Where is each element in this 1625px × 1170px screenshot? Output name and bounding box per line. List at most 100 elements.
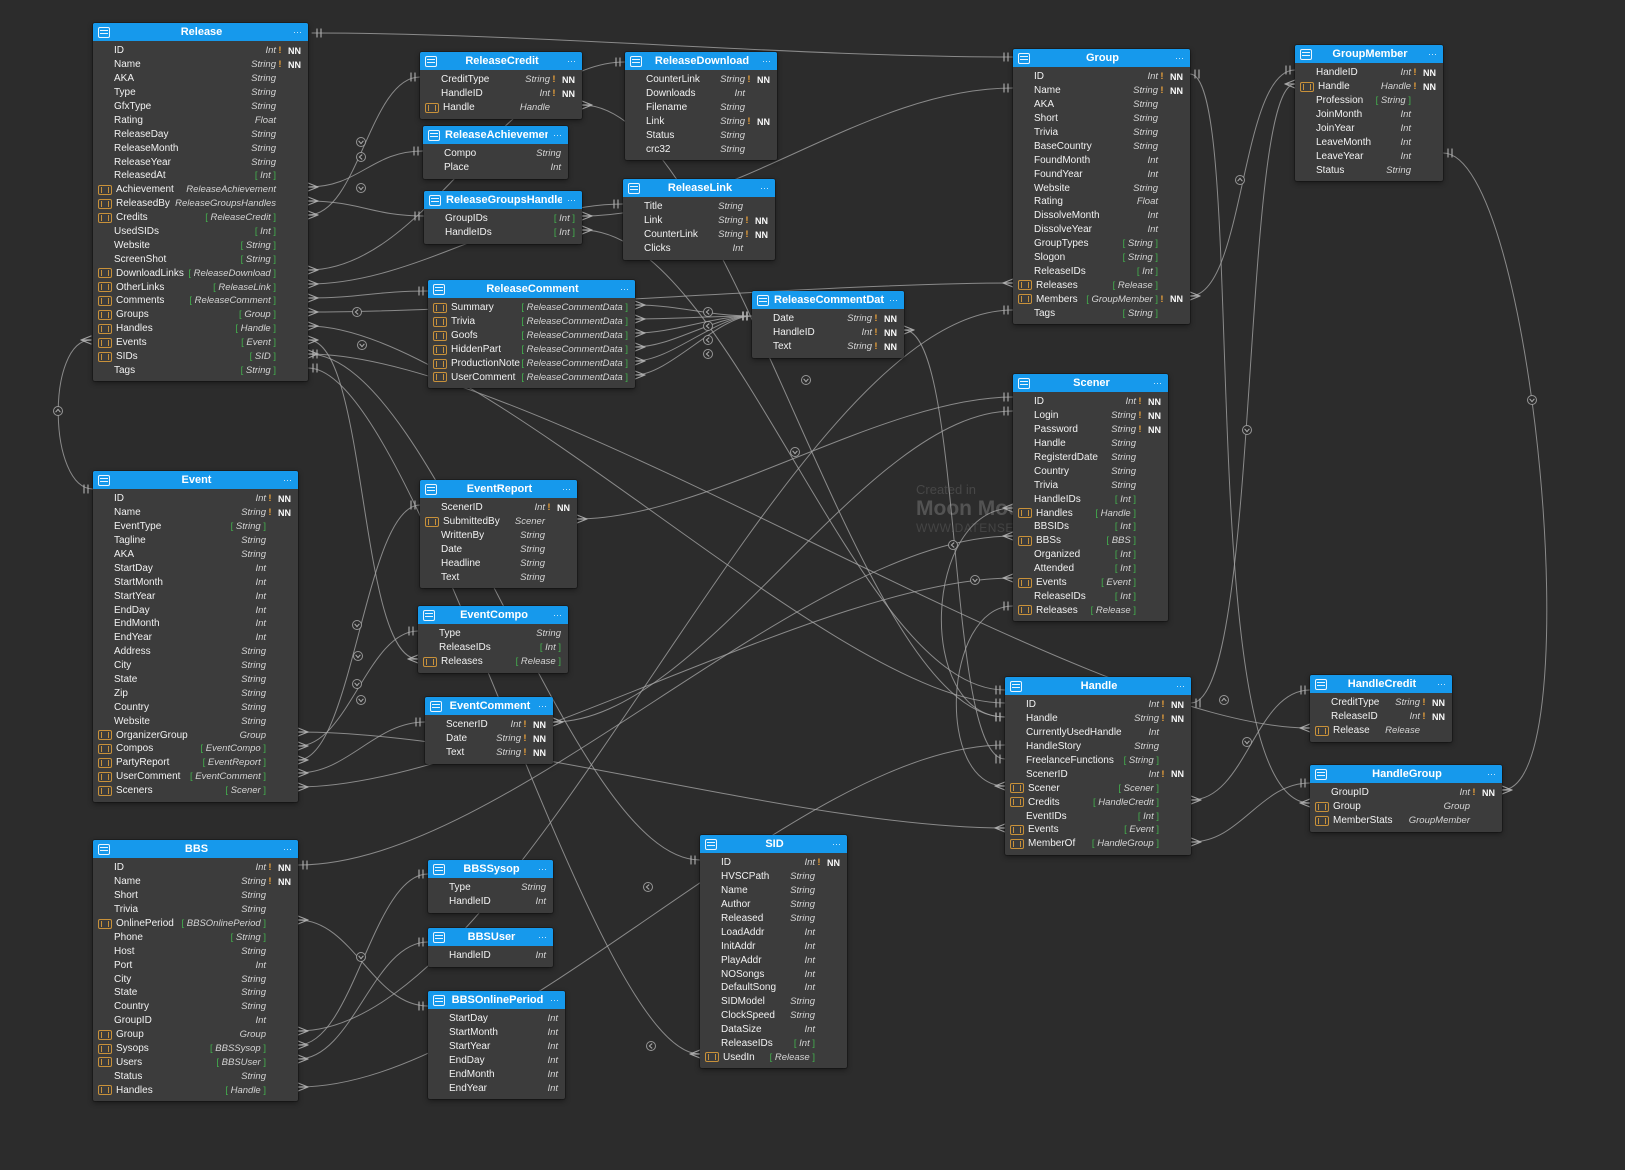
field-row[interactable]: Groups[ Group ]: [93, 308, 308, 322]
field-row[interactable]: UserComment[ ReleaseCommentData ]: [428, 370, 635, 384]
table-menu-icon[interactable]: ⋯: [538, 700, 548, 711]
field-row[interactable]: Credits[ HandleCredit ]: [1005, 795, 1191, 809]
entity-table-releasecomment[interactable]: ReleaseComment⋯Summary[ ReleaseCommentDa…: [428, 280, 635, 389]
table-menu-icon[interactable]: ⋯: [889, 294, 899, 305]
table-header[interactable]: ReleaseCredit⋯: [420, 52, 582, 70]
relationship-line[interactable]: [1190, 782, 1311, 843]
table-menu-icon[interactable]: ⋯: [1153, 377, 1163, 388]
relationship-line[interactable]: [634, 304, 753, 317]
table-header[interactable]: HandleGroup⋯: [1310, 765, 1502, 783]
field-row[interactable]: Goofs[ ReleaseCommentData ]: [428, 329, 635, 343]
relationship-line[interactable]: [307, 200, 425, 217]
field-row[interactable]: OtherLinks[ ReleaseLink ]: [93, 280, 308, 294]
field-row[interactable]: GroupTypes[ String ]: [1013, 237, 1190, 251]
table-menu-icon[interactable]: ⋯: [283, 474, 293, 485]
table-menu-icon[interactable]: ⋯: [293, 26, 303, 37]
field-row[interactable]: ReleaseIDs[ Int ]: [1013, 264, 1190, 278]
field-row[interactable]: Trivia[ ReleaseCommentData ]: [428, 315, 635, 329]
table-header[interactable]: ReleaseLink⋯: [623, 179, 775, 197]
field-row[interactable]: EventIDs[ Int ]: [1005, 809, 1191, 823]
field-row[interactable]: Events[ Event ]: [1013, 576, 1168, 590]
relationship-line[interactable]: [634, 315, 753, 362]
table-menu-icon[interactable]: ⋯: [1175, 52, 1185, 63]
field-row[interactable]: Users[ BBSUser ]: [93, 1055, 298, 1069]
field-row[interactable]: HandleIDs[ Int ]: [424, 226, 582, 240]
field-row[interactable]: ProductionNote[ ReleaseCommentData ]: [428, 357, 635, 371]
field-row[interactable]: Releases[ Release ]: [1013, 603, 1168, 617]
field-row[interactable]: Slogon[ String ]: [1013, 251, 1190, 265]
field-row[interactable]: Attended[ Int ]: [1013, 562, 1168, 576]
field-row[interactable]: Events[ Event ]: [1005, 823, 1191, 837]
table-header[interactable]: Scener⋯: [1013, 374, 1168, 392]
field-row[interactable]: FreelanceFunctions[ String ]: [1005, 754, 1191, 768]
field-row[interactable]: MemberOf[ HandleGroup ]: [1005, 837, 1191, 851]
relationship-line[interactable]: [297, 744, 1006, 1088]
table-header[interactable]: EventCompo⋯: [418, 606, 568, 624]
table-header[interactable]: ReleaseCommentData⋯: [752, 291, 904, 309]
table-header[interactable]: Handle⋯: [1005, 677, 1191, 695]
field-row[interactable]: Handles[ Handle ]: [93, 322, 308, 336]
field-row[interactable]: ReleaseIDs[ Int ]: [700, 1037, 847, 1051]
field-row[interactable]: Releases[ Release ]: [1013, 278, 1190, 292]
field-row[interactable]: ReleaseIDs[ Int ]: [1013, 589, 1168, 603]
relationship-line[interactable]: [297, 919, 429, 1007]
table-menu-icon[interactable]: ⋯: [538, 863, 548, 874]
field-row[interactable]: Releases[ Release ]: [418, 655, 568, 669]
table-header[interactable]: ReleaseGroupsHandles⋯: [424, 191, 582, 209]
relationship-line[interactable]: [307, 150, 424, 188]
table-header[interactable]: ReleaseAchievement⋯: [423, 126, 568, 144]
field-row[interactable]: Summary[ ReleaseCommentData ]: [428, 301, 635, 315]
field-row[interactable]: SIDs[ SID ]: [93, 350, 308, 364]
